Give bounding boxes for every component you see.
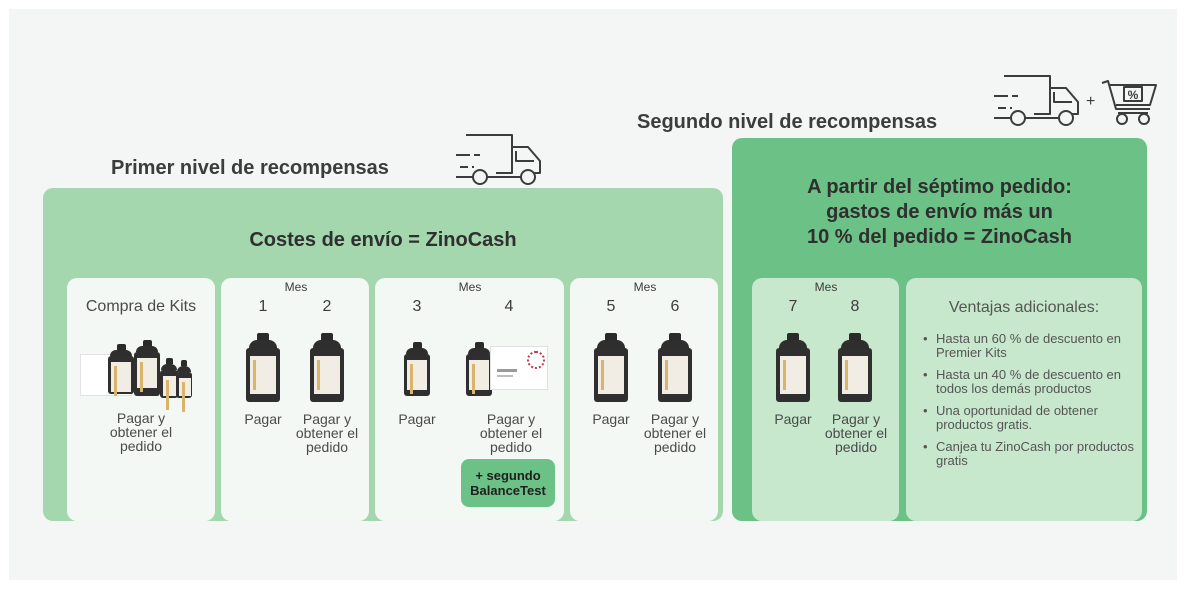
caption-pay: Pagar <box>774 411 812 427</box>
benefit-item: •Hasta un 40 % de descuento en todos los… <box>923 367 1122 396</box>
bottle-icon <box>466 342 492 396</box>
truck-icon <box>994 75 1079 126</box>
benefit-item: •Hasta un 60 % de descuento en Premier K… <box>923 331 1122 360</box>
level2-heading: Segundo nivel de recompensas <box>637 111 938 133</box>
month-label: Mes <box>284 280 308 294</box>
shopping-cart-percent-icon: % <box>1101 80 1157 125</box>
month-number: 3 <box>412 298 422 315</box>
cart-badge: % <box>1128 88 1139 102</box>
kit-image <box>80 340 192 412</box>
month-label: Mes <box>458 280 482 294</box>
month-group-7-8 <box>752 278 899 521</box>
benefit-item: •Una oportunidad de obtener productos gr… <box>923 403 1098 432</box>
month-number: 6 <box>670 298 680 315</box>
additional-benefits-title: Ventajas adicionales: <box>948 299 1100 316</box>
truck-icon <box>456 134 541 185</box>
month-label: Mes <box>633 280 657 294</box>
plus-sign: + <box>1086 93 1096 110</box>
month-number: 4 <box>504 298 514 315</box>
month-number: 1 <box>258 298 268 315</box>
month-group-5-6 <box>570 278 718 521</box>
caption-pay: Pagar <box>592 411 630 427</box>
caption-pay: Pagar <box>244 411 282 427</box>
month-number: 2 <box>322 298 332 315</box>
level1-heading: Primer nivel de recompensas <box>111 157 389 179</box>
caption-pay-get: Pagar y obtener el pedido <box>295 411 359 455</box>
balancetest-kit-image <box>490 346 548 390</box>
bottle-icon <box>838 333 872 402</box>
benefit-item: •Canjea tu ZinoCash por productos gratis <box>923 439 1135 468</box>
bottle-icon <box>246 333 280 402</box>
caption-pay: Pagar <box>398 411 436 427</box>
month-group-1-2 <box>221 278 369 521</box>
bottle-icon <box>658 333 692 402</box>
bottle-icon <box>310 333 344 402</box>
bottle-icon <box>776 333 810 402</box>
additional-benefits-card <box>906 278 1142 521</box>
additional-benefits-list: •Hasta un 60 % de descuento en Premier K… <box>923 332 1145 476</box>
bottle-icon <box>404 342 430 396</box>
month-number: 8 <box>850 298 860 315</box>
level1-panel-title: Costes de envío = ZinoCash <box>249 229 517 251</box>
month-label: Mes <box>814 280 838 294</box>
caption-pay-get: Pagar y obtener el pedido <box>479 411 543 455</box>
kits-caption: Pagar y obtener el pedido <box>109 410 173 454</box>
caption-pay-get: Pagar y obtener el pedido <box>643 411 707 455</box>
month-number: 5 <box>606 298 616 315</box>
caption-pay-get: Pagar y obtener el pedido <box>824 411 888 455</box>
bottle-icon <box>594 333 628 402</box>
kits-card <box>67 278 215 521</box>
kits-title: Compra de Kits <box>85 298 197 315</box>
level2-panel-title: A partir del séptimo pedido: gastos de e… <box>806 176 1073 248</box>
month-number: 7 <box>788 298 798 315</box>
second-balancetest-badge: + segundo BalanceTest <box>461 459 555 507</box>
